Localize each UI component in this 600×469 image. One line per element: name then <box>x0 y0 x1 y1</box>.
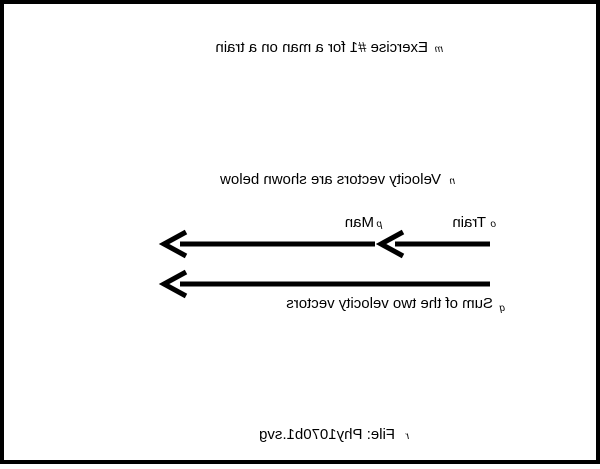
file-label: File: Phy1070b1.svg <box>259 426 395 443</box>
subtitle-marker: n <box>449 176 455 187</box>
sum-marker: q <box>499 303 505 314</box>
train-marker: o <box>490 219 496 230</box>
sum-label: Sum of the two velocity vectors <box>286 295 493 312</box>
title-text: Exercise #1 for a man on a train <box>215 39 428 56</box>
man-marker: p <box>376 219 383 230</box>
man-vector-arrow <box>158 229 375 259</box>
man-label: Man <box>345 214 374 231</box>
train-label: Train <box>452 214 486 231</box>
subtitle-text: Velocity vectors are shown below <box>220 171 441 188</box>
title-marker: m <box>435 44 443 55</box>
sum-vector-arrow <box>158 269 490 299</box>
mirrored-content: m Exercise #1 for a man on a train n Vel… <box>158 39 505 443</box>
train-vector-arrow <box>375 229 490 259</box>
file-marker: r <box>405 431 409 442</box>
